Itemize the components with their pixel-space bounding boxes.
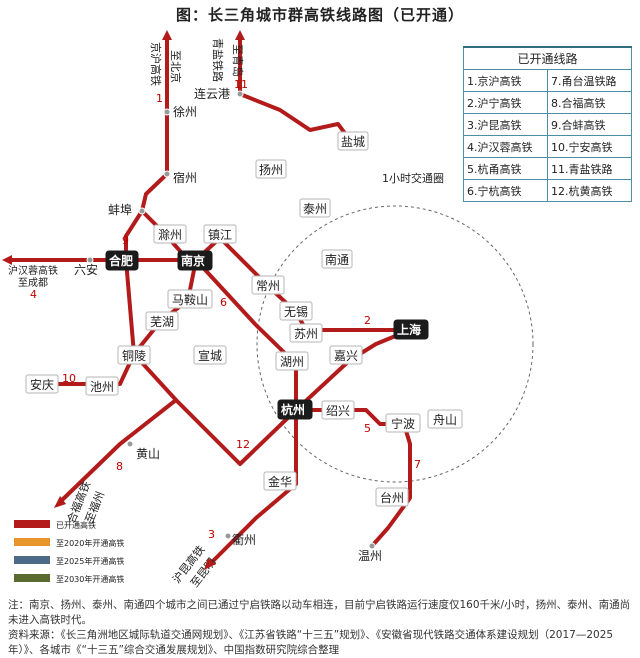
- city-taizhou-zj: 台州: [380, 490, 404, 505]
- city-tongling: 铜陵: [122, 348, 146, 363]
- city-nantong: 南通: [325, 252, 349, 267]
- note-line-1: 注：南京、扬州、泰州、南通四个城市之间已通过宁启铁路以动车相连，目前宁启铁路运行…: [8, 599, 631, 626]
- city-wuxi: 无锡: [284, 304, 308, 319]
- city-shanghai: 上海: [397, 322, 421, 337]
- city-anqing: 安庆: [30, 377, 54, 392]
- route-number-2: 2: [364, 314, 371, 327]
- city-xuzhou: 徐州: [173, 104, 197, 119]
- city-xuancheng: 宣城: [198, 348, 222, 363]
- city-bengbu: 蚌埠: [108, 203, 132, 217]
- route-number-9: 9: [122, 234, 129, 247]
- legend-swatch: [14, 574, 50, 582]
- city-zhoushan: 舟山: [433, 413, 457, 427]
- label-qingyan: 青盐铁路: [211, 38, 224, 82]
- city-yangzhou: 扬州: [259, 162, 283, 177]
- route-number-6: 6: [220, 296, 227, 309]
- legend-label: 已开通高铁: [56, 520, 96, 530]
- table-cell: 3.沪昆高铁: [463, 113, 548, 136]
- table-cell: 7.甬台温铁路: [547, 69, 632, 92]
- legend-swatch: [14, 538, 50, 546]
- city-labels: 徐州 连云港 盐城 宿州 扬州 泰州 南通 蚌埠 滁州 镇江 合肥 南京 六安 …: [25, 86, 463, 563]
- city-taizhou: 泰州: [303, 202, 327, 216]
- city-chizhou: 池州: [90, 380, 114, 394]
- notes: 注：南京、扬州、泰州、南通四个城市之间已通过宁启铁路以动车相连，目前宁启铁路运行…: [8, 598, 634, 658]
- city-maanshan: 马鞍山: [172, 292, 208, 307]
- route-direction-labels: 京沪高铁 至北京 青盐铁路 至青岛 沪汉蓉高铁 至成都 合福高铁 至福州 沪昆高…: [8, 38, 245, 590]
- label-to-qingdao: 至青岛: [231, 44, 245, 77]
- city-quzhou: 衢州: [232, 533, 256, 547]
- table-cell: 10.宁安高铁: [547, 135, 632, 158]
- route-number-8: 8: [116, 460, 123, 473]
- circle-label: 1小时交通圈: [382, 171, 444, 185]
- city-zhenjiang: 镇江: [208, 228, 232, 242]
- rail-hanghuang: [174, 398, 298, 466]
- legend-swatch: [14, 520, 50, 528]
- legend-swatch: [14, 556, 50, 564]
- route-number-12: 12: [236, 438, 250, 451]
- route-number-3: 3: [208, 528, 215, 541]
- city-shaoxing: 绍兴: [326, 404, 350, 418]
- route-numbers: 1 2 3 4 5 6 7 8 9 10 11 12: [30, 78, 421, 541]
- route-number-4: 4: [30, 288, 37, 301]
- city-ningbo: 宁波: [391, 416, 415, 431]
- city-wuhu: 芜湖: [150, 314, 174, 329]
- label-to-chengdu: 至成都: [18, 277, 48, 289]
- city-suzhou: 苏州: [294, 327, 318, 341]
- table-header: 已开通线路: [463, 46, 632, 70]
- table-cell: 5.杭甬高铁: [463, 157, 548, 180]
- rail-qingyan: [238, 36, 352, 142]
- table-cell: 9.合蚌高铁: [547, 113, 632, 136]
- city-hefei: 合肥: [109, 253, 133, 268]
- city-nanjing: 南京: [181, 253, 205, 268]
- rail-yongtaiwen: [370, 422, 412, 548]
- table-cell: 2.沪宁高铁: [463, 91, 548, 114]
- city-huzhou: 湖州: [280, 354, 304, 369]
- one-hour-circle: [256, 205, 534, 483]
- legend-label: 至2025年开通高铁: [56, 556, 124, 566]
- table-cell: 6.宁杭高铁: [463, 179, 548, 202]
- city-huangshan: 黄山: [136, 447, 160, 461]
- route-number-7: 7: [414, 458, 421, 471]
- legend-label: 至2030年开通高铁: [56, 574, 124, 584]
- rail-ninghang: [194, 258, 298, 412]
- city-chuzhou: 滁州: [158, 227, 182, 242]
- route-number-5: 5: [364, 422, 371, 435]
- route-number-10: 10: [62, 372, 76, 385]
- station-dots: [86, 90, 376, 550]
- city-yancheng: 盐城: [341, 135, 365, 149]
- city-luan: 六安: [74, 262, 98, 277]
- city-changzhou: 常州: [256, 279, 280, 293]
- city-jiaxing: 嘉兴: [334, 349, 358, 363]
- rail-map: 1小时交通圈: [2, 30, 534, 590]
- city-suzhou-north: 宿州: [173, 170, 197, 185]
- city-hangzhou: 杭州: [281, 402, 305, 417]
- table-cell: 8.合福高铁: [547, 91, 632, 114]
- arrowheads: [2, 30, 245, 570]
- note-line-2: 资料来源：《长三角洲地区城际轨道交通网规划》、《江苏省铁路“十三五”规划》、《安…: [8, 629, 614, 656]
- map-title: 图：长三角城市群高铁线路图（已开通）: [175, 6, 464, 24]
- route-number-11: 11: [234, 78, 248, 91]
- table-cell: 11.青盐铁路: [547, 157, 632, 180]
- table-cell: 1.京沪高铁: [463, 69, 548, 92]
- city-jinhua: 金华: [268, 474, 292, 489]
- city-wenzhou: 温州: [358, 549, 382, 563]
- city-lianyungang: 连云港: [194, 86, 230, 101]
- route-number-1: 1: [156, 92, 163, 105]
- table-cell: 12.杭黄高铁: [547, 179, 632, 202]
- legend-label: 至2020年开通高铁: [56, 538, 124, 548]
- table-cell: 4.沪汉蓉高铁: [463, 135, 548, 158]
- label-jinghu: 京沪高铁: [149, 42, 163, 86]
- label-huhanrong: 沪汉蓉高铁: [8, 264, 58, 277]
- label-to-beijing: 至北京: [169, 50, 183, 83]
